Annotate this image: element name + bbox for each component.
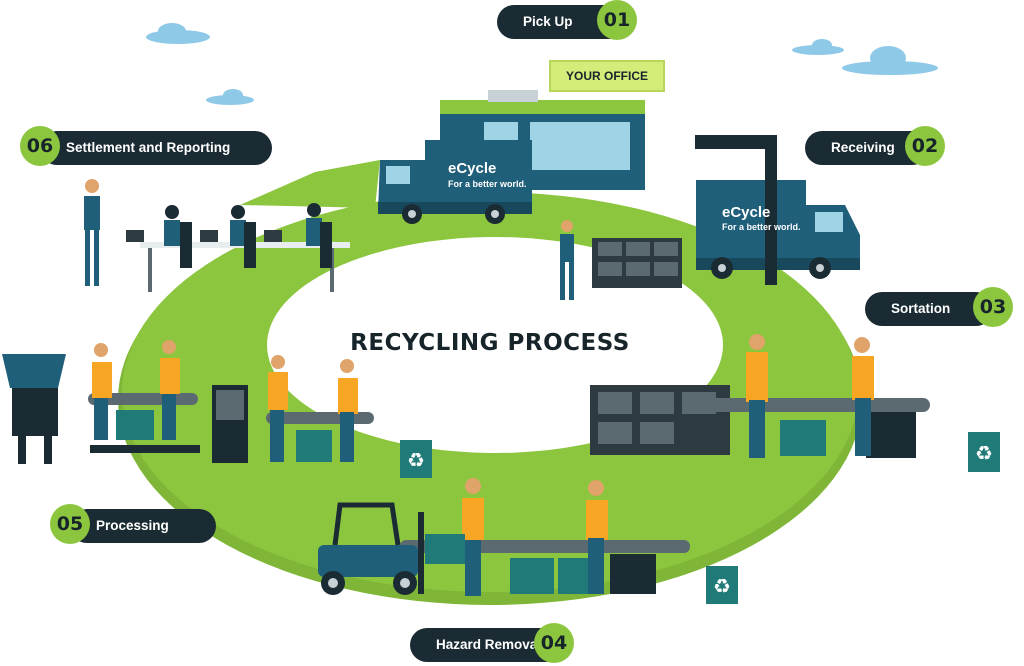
step-number: 05 (50, 504, 90, 544)
step-label: Pick Up (497, 5, 613, 39)
forklift (318, 502, 465, 595)
cloud-icon (206, 89, 254, 105)
recycle-bin-icon: ♻ (968, 432, 1000, 472)
reporting-office (84, 179, 350, 292)
hazard-removal-line (400, 478, 690, 596)
step-label: Sortation (865, 292, 993, 326)
recycle-bin-icon: ♻ (706, 566, 738, 604)
svg-text:♻: ♻ (713, 574, 731, 598)
office-sign: YOUR OFFICE (549, 60, 665, 92)
brand-tagline: For a better world. (722, 222, 801, 232)
cloud-icon (146, 23, 210, 44)
step-number: 02 (905, 126, 945, 166)
step-number: 06 (20, 126, 60, 166)
processing-line (88, 340, 374, 463)
worker-figure (560, 220, 574, 300)
electronics-pallet (592, 238, 682, 288)
step-number: 04 (534, 623, 574, 663)
svg-text:♻: ♻ (407, 448, 425, 472)
brand-logo: eCycle (448, 160, 497, 177)
step-label: Processing (70, 509, 216, 543)
step-number: 03 (973, 287, 1013, 327)
pickup-truck (378, 140, 532, 224)
step-label: Settlement and Reporting (40, 131, 272, 165)
step-number: 01 (597, 0, 637, 40)
receiving-truck (695, 135, 860, 285)
brand-logo: eCycle (722, 204, 771, 221)
sortation-station (590, 334, 930, 458)
recycle-bin-icon: ♻ (400, 440, 432, 478)
shredder-machine (2, 354, 66, 464)
diagram-title: RECYCLING PROCESS (350, 330, 630, 356)
cloud-icon (792, 39, 844, 55)
cloud-icon (842, 46, 938, 75)
svg-text:♻: ♻ (975, 441, 993, 465)
brand-tagline: For a better world. (448, 179, 527, 189)
